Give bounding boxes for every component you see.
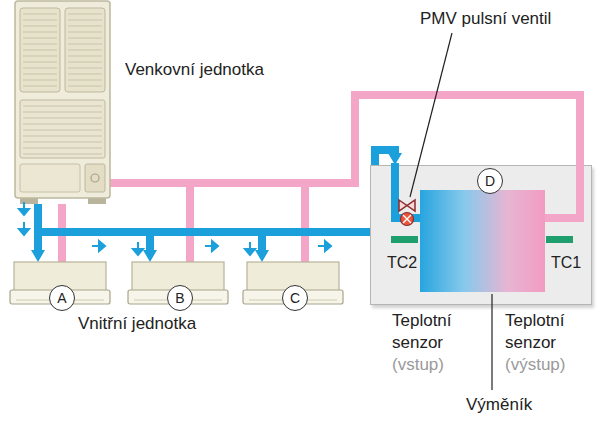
callout-letter: A — [49, 285, 75, 311]
sensor-note: (vstup) — [392, 354, 444, 376]
callout-letter: C — [282, 285, 308, 311]
outdoor-unit: Venkovní jednotka — [15, 0, 110, 204]
indoor-unit-housing: D TC2 TC1 — [370, 165, 592, 305]
indoor-unit: A — [10, 262, 110, 306]
indoor-unit: B — [128, 262, 228, 306]
heat-exchanger-drawing — [391, 163, 580, 292]
refrigerant-pipe — [38, 204, 150, 250]
outdoor-unit-drawing — [15, 1, 110, 204]
unit-label: Venkovní jednotka — [125, 60, 264, 80]
sensor-tag: TC2 — [387, 254, 417, 272]
callout-letter: D — [477, 168, 503, 194]
connector-group — [38, 150, 395, 250]
valve-label: PMV pulsní ventil — [420, 8, 551, 30]
indoor-unit: C — [243, 262, 343, 306]
refrigerant-pipe — [34, 204, 42, 250]
part-label: Výměník — [466, 394, 532, 416]
sensor-note: (výstup) — [505, 354, 565, 376]
refrigerant-pipe — [38, 204, 262, 250]
unit-label: Vnitřní jednotka — [78, 313, 196, 335]
flow-arrow — [19, 202, 331, 255]
callout-letter: B — [167, 285, 193, 311]
pulse-valve-symbol — [399, 200, 415, 226]
sensor-tag: TC1 — [551, 254, 581, 272]
sensor-label: Teplotní senzor — [392, 310, 474, 354]
sensor-label: Teplotní senzor — [505, 310, 587, 354]
refrigerant-pipe — [38, 150, 395, 232]
